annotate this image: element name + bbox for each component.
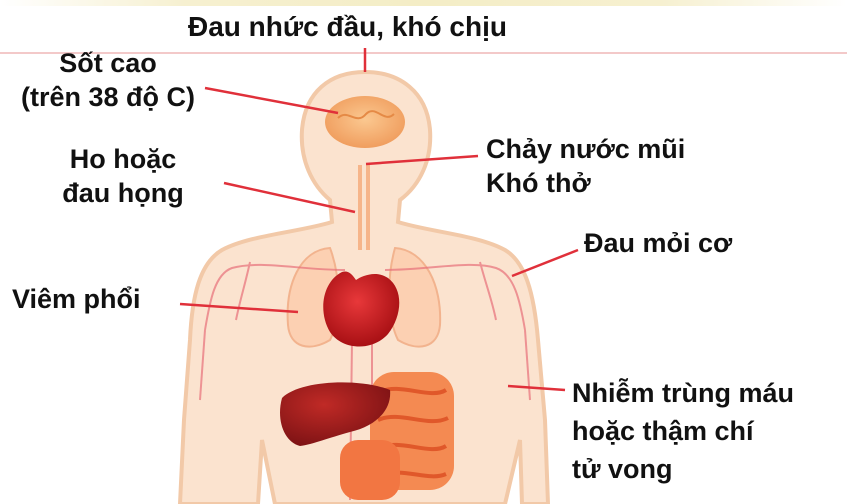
label-pneumonia: Viêm phổi [12,282,141,316]
label-sepsis-line-3: tử vong [572,450,794,488]
brain [325,96,405,148]
label-cough-line-2: đau họng [38,176,208,210]
label-muscle-ache-line-1: Đau mỏi cơ [584,226,732,260]
label-fever-line-2: (trên 38 độ C) [8,80,208,114]
leader-muscle-ache [512,250,578,276]
label-runny-nose-line-1: Chảy nước mũi [486,132,685,166]
label-cough-line-1: Ho hoặc [38,142,208,176]
label-sepsis-line-2: hoặc thậm chí [572,412,794,450]
label-sepsis-line-1: Nhiễm trùng máu [572,374,794,412]
label-runny-nose-line-2: Khó thở [486,166,685,200]
label-pneumonia-line-1: Viêm phổi [12,282,141,316]
label-fever-line-1: Sốt cao [8,46,208,80]
label-headache: Đau nhức đầu, khó chịu [188,10,507,44]
label-fever: Sốt cao (trên 38 độ C) [8,46,208,114]
label-headache-line-1: Đau nhức đầu, khó chịu [188,10,507,44]
label-runny-nose: Chảy nước mũi Khó thở [486,132,685,200]
label-muscle-ache: Đau mỏi cơ [584,226,732,260]
label-cough: Ho hoặc đau họng [38,142,208,210]
label-sepsis: Nhiễm trùng máu hoặc thậm chí tử vong [572,374,794,488]
